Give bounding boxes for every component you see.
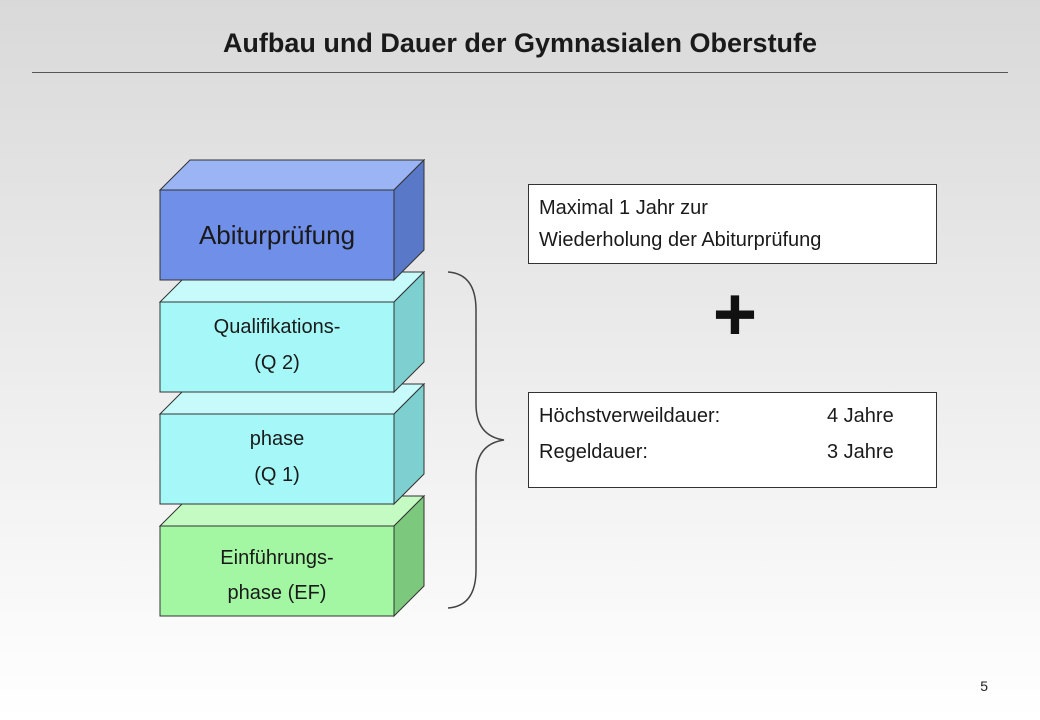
duration-info-box: Höchstverweildauer: 4 Jahre Regeldauer: … (528, 392, 937, 488)
block-ef-label-line1: Einführungs- (220, 547, 334, 569)
block-abi-front (159, 189, 395, 281)
block-q2-label-line1: Qualifikations- (213, 316, 341, 338)
page-number: 5 (980, 678, 988, 694)
duration-value: 4 Jahre (827, 405, 894, 427)
block-q2-label-line2: (Q 2) (254, 352, 300, 374)
block-ef-label-line2: phase (EF) (227, 582, 327, 604)
duration-row-regular: Regeldauer: 3 Jahre (539, 436, 936, 468)
block-q1-label-line2: (Q 1) (254, 464, 300, 486)
block-abi-label: Abiturprüfung (198, 220, 356, 250)
block-abi-top (158, 159, 426, 191)
duration-label: Höchstverweildauer: (539, 405, 721, 427)
curly-brace (447, 271, 505, 609)
repeat-info-line1: Maximal 1 Jahr zur (539, 197, 708, 219)
block-ef-front (159, 525, 395, 617)
plus-sign: + (712, 272, 758, 357)
repeat-info-box: Maximal 1 Jahr zur Wiederholung der Abit… (528, 184, 937, 264)
duration-row-max: Höchstverweildauer: 4 Jahre (539, 400, 936, 432)
duration-value: 3 Jahre (827, 441, 894, 463)
title-divider (32, 72, 1008, 73)
block-q1-front (159, 413, 395, 505)
page-title: Aufbau und Dauer der Gymnasialen Oberstu… (222, 28, 818, 58)
block-abi (158, 158, 426, 282)
block-q1-label-line1: phase (249, 428, 305, 450)
duration-label: Regeldauer: (539, 441, 648, 463)
repeat-info-line2: Wiederholung der Abiturprüfung (539, 229, 822, 251)
block-q2-front (159, 301, 395, 393)
